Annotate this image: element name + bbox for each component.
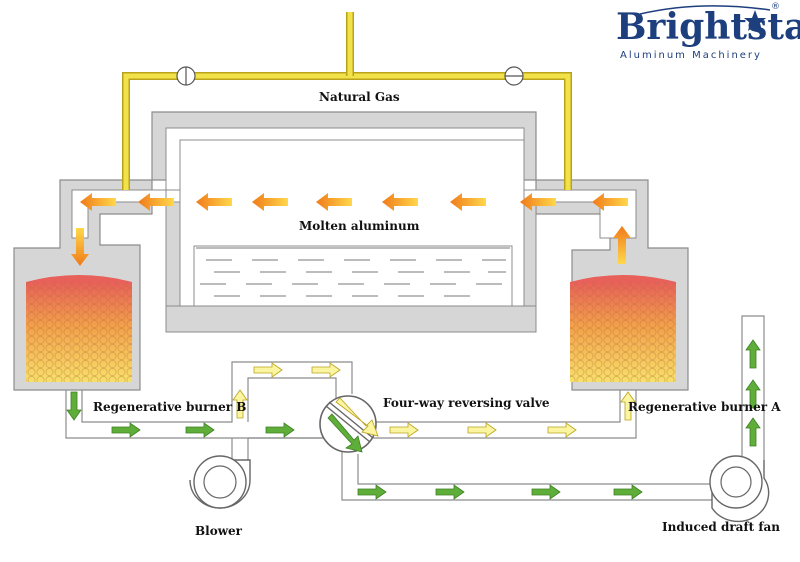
induced-draft-fan-icon <box>709 455 770 523</box>
natural-gas-line <box>122 12 572 190</box>
molten-aluminum-label: Molten aluminum <box>299 219 420 233</box>
blower-icon <box>189 455 251 509</box>
gas-valve-left-icon <box>176 66 196 86</box>
four-way-reversing-valve-icon <box>319 395 379 453</box>
regenerator-bed-b <box>26 275 132 382</box>
brand-name: Brightstar <box>616 6 800 48</box>
molten-aluminum-bath <box>196 247 510 297</box>
regenerator-bed-a <box>570 275 676 382</box>
blower-label: Blower <box>195 524 242 538</box>
gas-valve-right-icon <box>504 66 524 86</box>
valve-label: Four-way reversing valve <box>383 396 550 410</box>
natural-gas-label: Natural Gas <box>319 90 400 104</box>
brand-tagline: Aluminum Machinery <box>620 50 762 61</box>
burner-b-label: Regenerative burner B <box>93 400 247 414</box>
induced-draft-fan-label: Induced draft fan <box>662 520 780 534</box>
air-duct-network <box>65 315 765 501</box>
brand-logo-mark <box>639 5 771 31</box>
flame-flow-arrows <box>71 193 631 266</box>
fresh-air-arrows <box>232 362 636 438</box>
burner-a-label: Regenerative burner A <box>628 400 781 414</box>
exhaust-arrows <box>66 339 761 500</box>
brand-registered-mark: ® <box>771 2 780 12</box>
